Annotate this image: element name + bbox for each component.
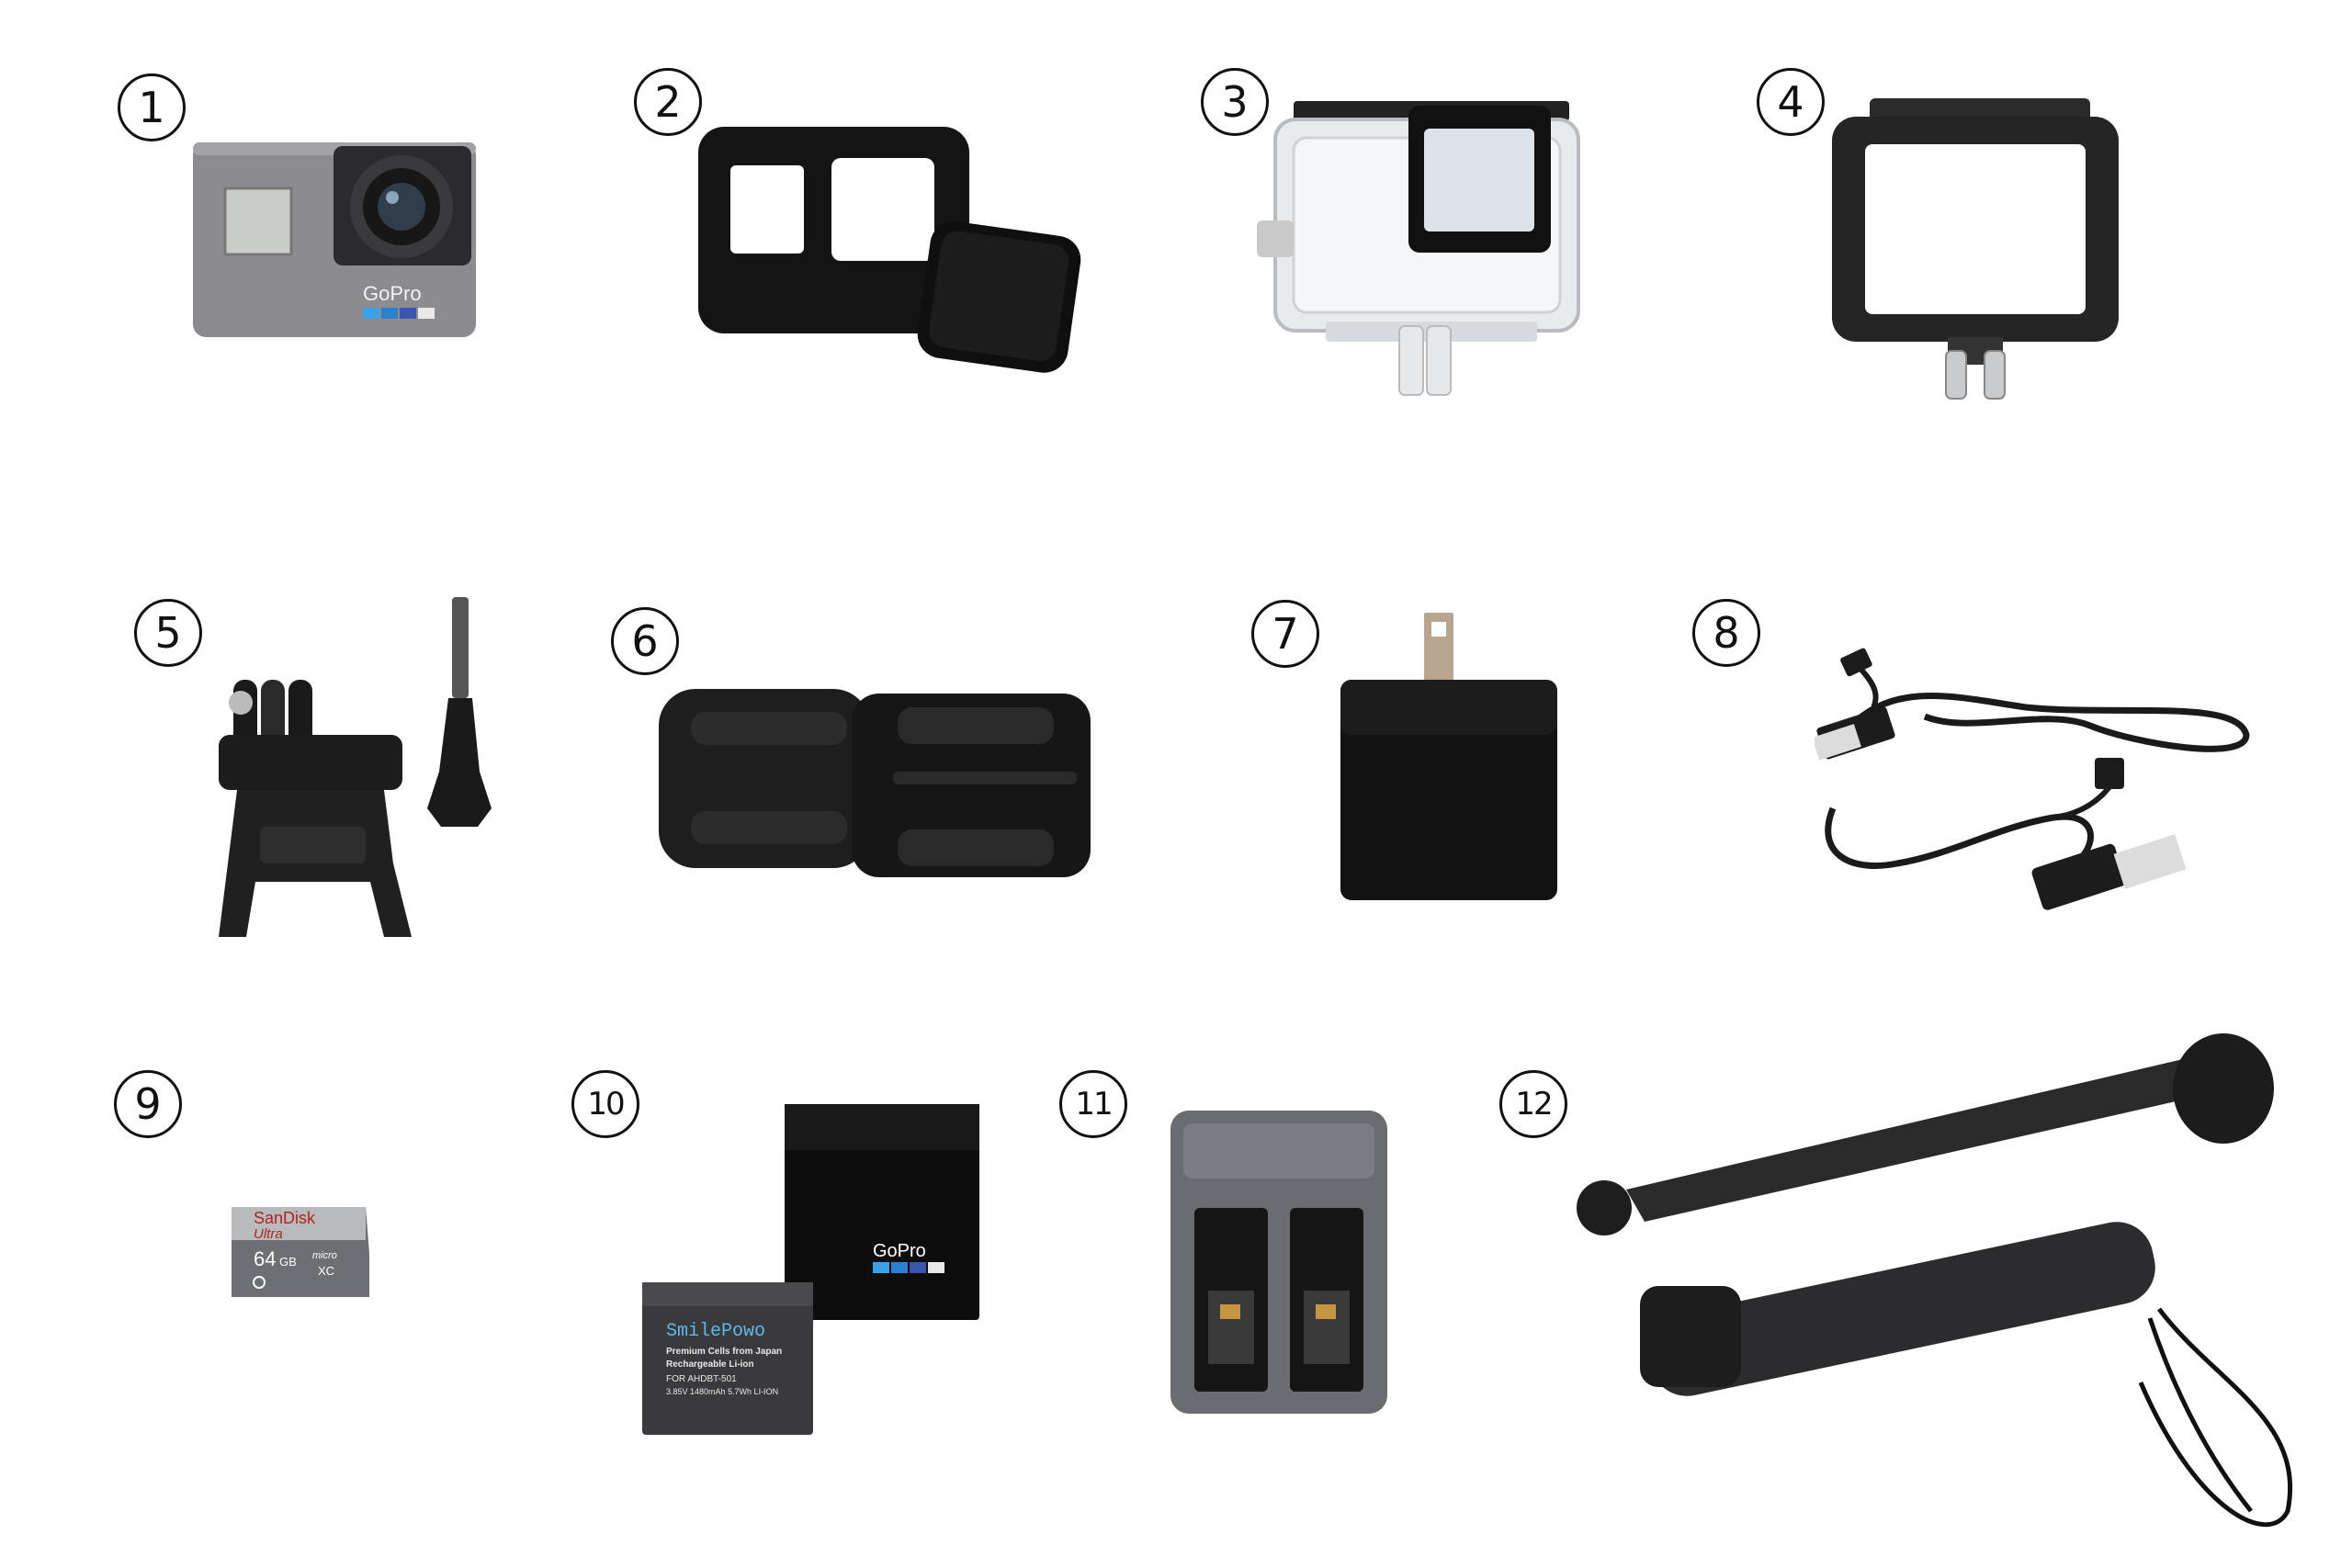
camera-brand-text: GoPro — [363, 282, 422, 305]
sd-format-text: micro — [312, 1250, 337, 1261]
sd-capacity-text: 64 — [254, 1247, 276, 1270]
sd-line-text: Ultra — [254, 1226, 283, 1242]
buckle-mount-image — [200, 661, 421, 964]
wall-charger-image — [1337, 611, 1562, 905]
item-number-1: 1 — [118, 73, 186, 141]
silicone-case-image — [694, 119, 1089, 386]
item-number-4: 4 — [1757, 68, 1825, 136]
item-number-11: 11 — [1059, 1070, 1127, 1138]
sd-unit-text: GB — [279, 1255, 297, 1269]
sd-card-image: SanDisk Ultra 64 GB micro XC — [228, 1201, 375, 1303]
item-number-10: 10 — [571, 1070, 639, 1138]
item-number-7: 7 — [1251, 600, 1319, 668]
battery-line4: 3.85V 1480mAh 5.7Wh LI-ION — [666, 1387, 778, 1396]
sd-class-text: XC — [318, 1264, 334, 1278]
item-number-6: 6 — [611, 607, 679, 675]
frame-mount-image — [1828, 94, 2132, 406]
three-way-grip-image — [1553, 1033, 2306, 1548]
sd-brand-text: SanDisk — [254, 1209, 316, 1227]
waterproof-housing-image — [1257, 92, 1606, 404]
item-number-3: 3 — [1201, 68, 1269, 136]
item-number-2: 2 — [634, 68, 702, 136]
camera-image: GoPro — [188, 133, 482, 344]
gopro-battery-image: GoPro — [781, 1100, 983, 1330]
item-number-8: 8 — [1692, 599, 1760, 667]
smilepowo-battery-image: SmilePowo Premium Cells from Japan Recha… — [640, 1277, 815, 1438]
item-number-5: 5 — [134, 599, 202, 667]
battery-brand-text: SmilePowo — [666, 1321, 765, 1342]
gopro-battery-brand-text: GoPro — [873, 1241, 926, 1261]
thumb-screw-image — [423, 597, 496, 836]
dual-charger-image — [1167, 1107, 1392, 1419]
usb-cables-image — [1815, 643, 2256, 937]
battery-line1: Premium Cells from Japan — [666, 1347, 782, 1357]
item-number-12: 12 — [1499, 1070, 1567, 1138]
adhesive-mounts-image — [654, 684, 1095, 882]
item-number-9: 9 — [114, 1070, 182, 1138]
battery-line3: FOR AHDBT-501 — [666, 1374, 737, 1384]
battery-line2: Rechargeable Li-ion — [666, 1359, 754, 1370]
